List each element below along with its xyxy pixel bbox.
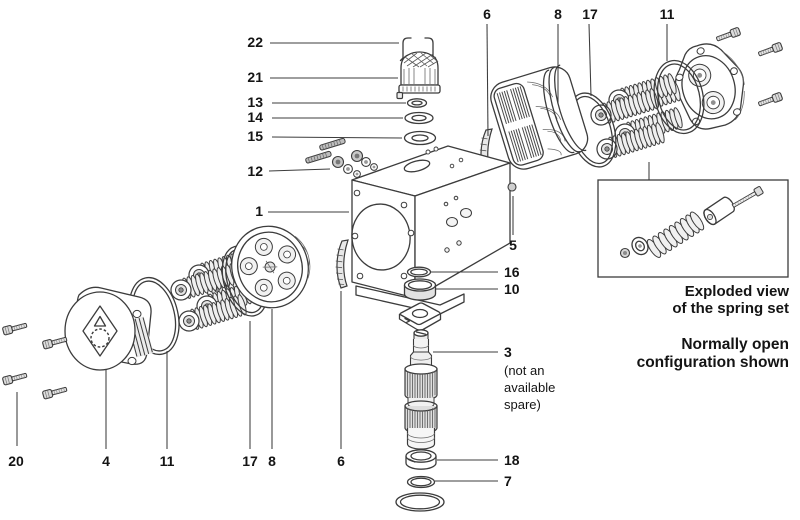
callout-3: 3 [504, 344, 512, 360]
callout-8-top: 8 [554, 6, 562, 22]
spring-box-caption-line1: Exploded view [685, 283, 790, 300]
end-cap-right [674, 43, 745, 130]
part3-note: (not an available spare) [504, 363, 555, 412]
callout-4: 4 [102, 453, 110, 469]
o-ring-11-right [653, 59, 705, 135]
nuts-and-washers [331, 149, 378, 178]
callout-11-top: 11 [660, 6, 675, 22]
end-cap-left [64, 286, 154, 371]
brand-logo [82, 305, 118, 357]
callout-6-bottom: 6 [337, 453, 345, 469]
pinion-shaft-3 [404, 329, 438, 450]
body-foot [355, 285, 465, 315]
washer-14 [404, 111, 434, 125]
spring-set-bolt [731, 186, 764, 209]
callout-18: 18 [504, 452, 520, 468]
callout-20: 20 [8, 453, 24, 469]
callout-11-bottom: 11 [160, 453, 175, 469]
body-bolt-holes [351, 189, 415, 280]
spring-set-retainer [631, 236, 649, 256]
indicator-cap-21 [396, 51, 441, 100]
callout-22: 22 [247, 34, 263, 50]
part3-note-line2: available [504, 380, 555, 395]
spring-box-caption: Exploded view of the spring set [672, 283, 789, 317]
bushing-cap-10 [403, 278, 437, 301]
callout-10: 10 [504, 281, 520, 297]
callout-labels: 22 21 13 14 15 12 1 6 8 17 11 5 16 10 3 … [8, 6, 674, 489]
indicator-plate [398, 302, 442, 331]
part3-note-line3: spare) [504, 397, 541, 412]
callout-1: 1 [255, 203, 263, 219]
washer-15 [403, 130, 437, 146]
callout-5: 5 [509, 237, 517, 253]
part3-note-line1: (not an [504, 363, 544, 378]
piston-right [490, 64, 589, 170]
spring-set-box [597, 179, 789, 278]
o-ring-13 [406, 98, 428, 108]
actuator-body [351, 145, 511, 315]
callout-12: 12 [247, 163, 263, 179]
fastener-set-12 [305, 137, 378, 178]
snap-ring-18 [405, 449, 437, 470]
callout-21: 21 [247, 69, 263, 85]
spring-set-guide [703, 196, 735, 226]
configuration-note-line1: Normally open [681, 336, 789, 353]
callout-13: 13 [247, 94, 263, 110]
configuration-note: Normally open configuration shown [637, 336, 789, 371]
pinion-top-bore [403, 159, 431, 173]
o-ring-7 [406, 475, 436, 489]
spring-box-caption-line2: of the spring set [672, 300, 789, 317]
ball-part-5 [507, 182, 517, 192]
callout-6-top: 6 [483, 6, 491, 22]
rack-segment-left [335, 239, 349, 289]
callout-15: 15 [247, 128, 263, 144]
callout-8-bottom: 8 [268, 453, 276, 469]
callout-16: 16 [504, 264, 520, 280]
o-ring-16 [406, 266, 432, 278]
spring-cartridges-right [587, 72, 685, 163]
callout-17-top: 17 [582, 6, 598, 22]
o-ring-base [395, 492, 445, 512]
cap-screws-left-20 [1, 320, 69, 400]
configuration-note-line2: configuration shown [637, 354, 789, 371]
spring-pocket [688, 63, 725, 115]
leader-lines [16, 23, 668, 482]
air-ports [443, 195, 472, 253]
callout-7: 7 [504, 473, 512, 489]
callout-17-bottom: 17 [242, 453, 258, 469]
callout-14: 14 [247, 109, 263, 125]
top-face-holes [425, 146, 464, 169]
piston-left [231, 225, 311, 309]
spring-set-nut [619, 247, 631, 259]
spring-set-spring [646, 211, 705, 258]
